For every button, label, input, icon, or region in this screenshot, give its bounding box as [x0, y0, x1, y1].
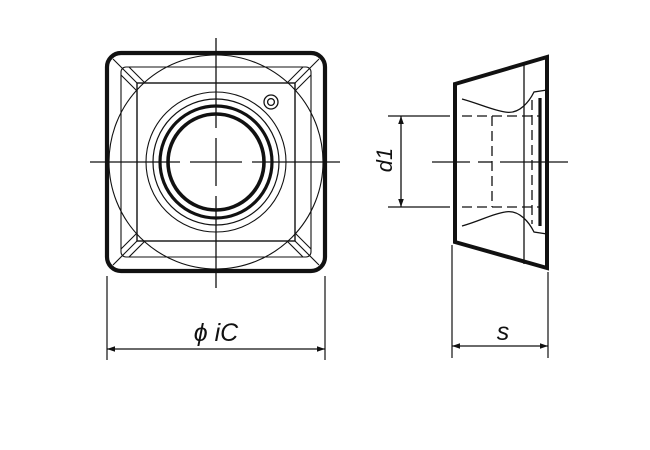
corner-lines [112, 58, 320, 266]
dimension-d1 [388, 115, 450, 208]
ic-label: ϕ iC [194, 319, 239, 347]
s-label: s [497, 318, 510, 346]
d1-label: d1 [372, 148, 397, 172]
center-lines-front [90, 38, 340, 288]
marker-dot-inner [266, 97, 276, 107]
side-view [432, 54, 568, 271]
front-view [90, 38, 340, 288]
side-hole-lower-curve [461, 211, 548, 235]
side-hole-upper-curve [461, 89, 548, 113]
dimension-ic [106, 276, 326, 360]
dimension-s [451, 245, 549, 358]
side-outline [453, 54, 549, 271]
marker-dot-outer [263, 94, 279, 110]
